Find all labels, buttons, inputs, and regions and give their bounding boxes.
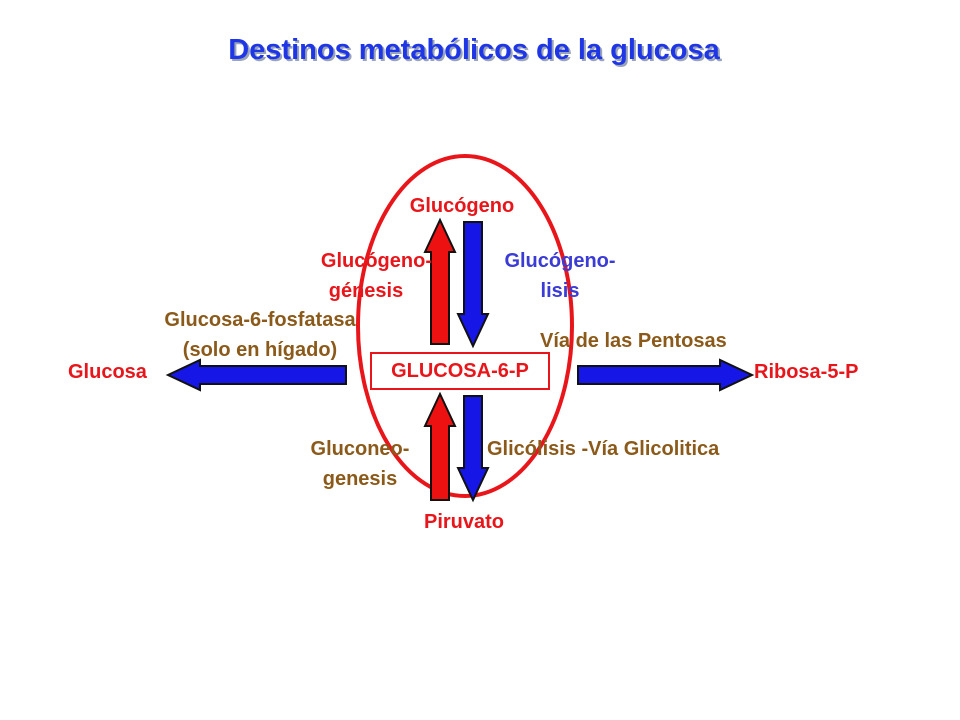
glicolisis-arrow <box>456 395 490 503</box>
label-glucogenogenesis: Glucógeno- génesis <box>260 246 432 306</box>
label-fosfatasa: Glucosa-6-fosfatasa (solo en hígado) <box>130 305 390 365</box>
label-pentosas: Vía de las Pentosas <box>540 330 727 352</box>
label-glucogenogenesis-line2: génesis <box>328 280 404 302</box>
label-glucogenogenesis-line1: Glucógeno- <box>320 250 432 272</box>
label-fosfatasa-line1: Glucosa-6-fosfatasa <box>164 309 356 331</box>
label-gluconeogenesis-line2: genesis <box>322 468 398 490</box>
node-glucosa-6-p: GLUCOSA-6-P <box>370 352 550 390</box>
label-gluconeogenesis-line1: Gluconeo- <box>310 438 410 460</box>
arrow-layer <box>165 217 755 503</box>
label-glucogenolisis-line2: lisis <box>540 280 580 302</box>
glucogenogenesis-arrow <box>423 217 457 345</box>
node-piruvato: Piruvato <box>423 511 505 533</box>
label-gluconeogenesis: Gluconeo- genesis <box>300 434 420 494</box>
node-ribosa-5-p: Ribosa-5-P <box>754 361 859 383</box>
node-glucosa: Glucosa <box>68 361 147 383</box>
label-fosfatasa-line2: (solo en hígado) <box>182 339 338 361</box>
fosfatasa-arrow <box>165 358 347 392</box>
label-glucogenolisis: Glucógeno- lisis <box>480 246 640 306</box>
gluconeogenesis-arrow <box>423 391 457 501</box>
label-glicolisis: Glicólisis -Vía Glicolitica <box>487 438 720 460</box>
pentosas-arrow <box>577 358 755 392</box>
glucose-6p-highlight-ellipse <box>356 154 574 498</box>
glucogenolisis-arrow <box>456 221 490 349</box>
label-glucogenolisis-line1: Glucógeno- <box>504 250 616 272</box>
page-title: Destinos metabólicos de la glucosa <box>228 34 720 66</box>
node-glucogeno: Glucógeno <box>409 195 515 217</box>
